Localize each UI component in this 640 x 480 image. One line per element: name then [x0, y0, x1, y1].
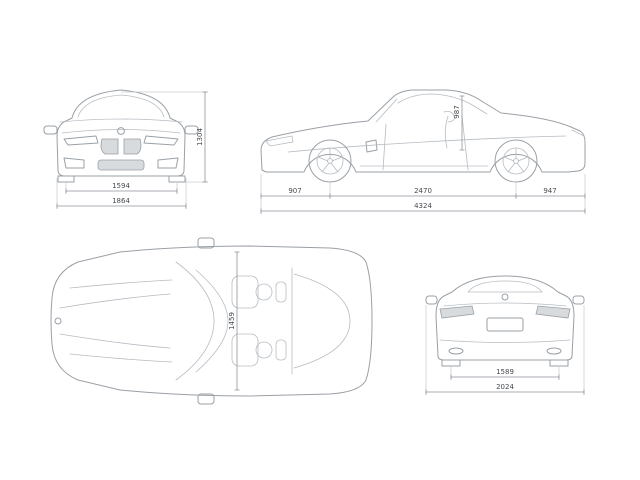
- side-view-dimensions: 987 907 2470 947 4324: [260, 95, 586, 214]
- side-rear-overhang-label: 947: [543, 187, 556, 195]
- rear-view-dimensions: 1589 2024: [425, 305, 585, 395]
- side-view-body: [260, 89, 586, 183]
- side-door-seam-rear: [461, 115, 469, 171]
- side-cabin-height-label: 987: [453, 105, 461, 118]
- side-rear-wheel: [494, 139, 538, 183]
- rear-view-body: [425, 275, 585, 367]
- top-roundel-badge: [54, 317, 62, 325]
- side-door-seam-front: [382, 123, 387, 171]
- rear-left-wheel: [441, 359, 461, 367]
- rear-view: 1589 2024: [425, 275, 585, 395]
- front-lower-intake: [97, 159, 145, 171]
- top-view: 1459: [50, 237, 373, 405]
- front-track-width-label: 1594: [112, 182, 130, 190]
- side-character-line: [287, 135, 567, 153]
- front-left-kidney-grille: [100, 138, 119, 155]
- front-right-side-intake: [157, 157, 179, 169]
- side-headlight: [265, 135, 294, 147]
- rear-overall-width-label: 2024: [496, 383, 514, 391]
- rear-right-taillight: [535, 305, 571, 319]
- front-hood-line: [61, 129, 181, 134]
- rear-trunk-line: [443, 302, 567, 307]
- front-right-mirror: [184, 125, 199, 135]
- rear-track-label: 1589: [496, 368, 514, 376]
- side-windshield-line: [375, 98, 398, 123]
- side-front-overhang-label: 907: [288, 187, 301, 195]
- top-right-mirror: [197, 393, 215, 405]
- top-windshield-arc: [175, 261, 215, 381]
- rear-right-wheel: [549, 359, 569, 367]
- front-view-dimensions: 1594 1864 1304: [56, 91, 208, 209]
- side-seat-outline: [443, 111, 455, 149]
- side-front-wheel: [308, 139, 352, 183]
- top-hood-lines: [59, 279, 173, 363]
- front-beltline: [59, 118, 183, 123]
- top-roll-bar-left: [275, 281, 287, 303]
- rear-left-mirror: [425, 295, 438, 305]
- front-left-side-intake: [63, 157, 85, 169]
- rear-license-plate: [486, 317, 524, 332]
- top-view-body: [50, 237, 373, 405]
- front-right-kidney-grille: [123, 138, 142, 155]
- front-roundel-badge: [117, 127, 125, 135]
- rear-bumper-line: [439, 339, 571, 343]
- front-windshield: [77, 94, 165, 118]
- side-window-line: [397, 93, 488, 115]
- side-wheelbase-label: 2470: [414, 187, 432, 195]
- side-fender-vent: [365, 139, 378, 153]
- rear-right-mirror: [572, 295, 585, 305]
- top-trunk-lid: [291, 267, 351, 375]
- side-overall-length-label: 4324: [414, 202, 432, 210]
- top-view-dimensions: 1459: [228, 251, 240, 391]
- side-view: 987 907 2470 947 4324: [260, 89, 586, 214]
- front-overall-width-label: 1864: [112, 197, 130, 205]
- side-taillight: [571, 129, 585, 137]
- rear-right-exhaust: [546, 347, 562, 355]
- front-left-headlight: [63, 135, 99, 146]
- front-height-label: 1304: [196, 128, 204, 146]
- top-cowl-arc: [195, 269, 229, 373]
- rear-left-taillight: [439, 305, 475, 319]
- front-right-wheel: [168, 175, 186, 183]
- top-left-mirror: [197, 237, 215, 249]
- rear-left-exhaust: [448, 347, 464, 355]
- front-left-mirror: [43, 125, 58, 135]
- top-body-outline: [50, 245, 373, 397]
- rear-body-outline: [435, 275, 575, 361]
- top-driver-seat: [231, 275, 273, 309]
- front-right-headlight: [143, 135, 179, 146]
- front-left-wheel: [57, 175, 75, 183]
- top-passenger-seat: [231, 333, 273, 367]
- side-body-outline: [260, 89, 586, 173]
- front-view-body: [43, 89, 199, 183]
- rear-roundel-badge: [501, 293, 509, 301]
- top-interior-width-label: 1459: [228, 312, 236, 330]
- top-roll-bar-right: [275, 339, 287, 361]
- front-view: 1594 1864 1304: [43, 89, 208, 209]
- rear-window: [467, 280, 543, 293]
